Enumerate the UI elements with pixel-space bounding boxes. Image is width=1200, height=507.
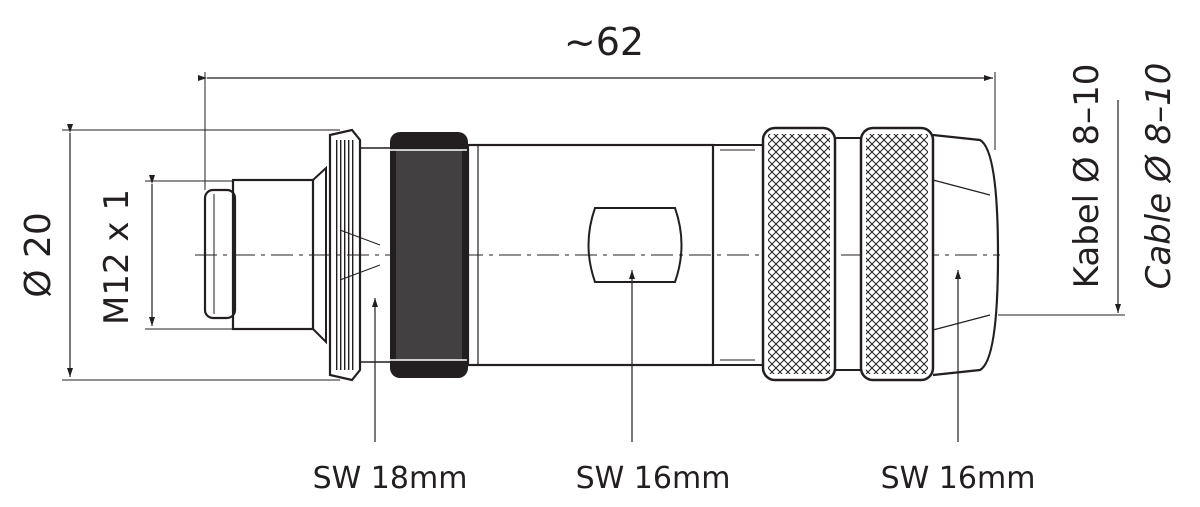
thread-dimension: M12 x 1	[97, 175, 232, 330]
knurled-sleeve-2	[859, 126, 935, 382]
length-dimension: ~62	[198, 20, 996, 190]
cable-label-de: Kabel Ø 8–10	[1067, 64, 1107, 289]
wrench-leaders	[372, 270, 961, 442]
diameter-label: Ø 20	[18, 212, 59, 298]
diameter-dimension: Ø 20	[18, 124, 340, 381]
cable-label-en: Cable Ø 8–10	[1139, 63, 1179, 290]
pin-section	[203, 165, 327, 345]
thread-label: M12 x 1	[97, 189, 137, 325]
sw18-label: SW 18mm	[313, 461, 468, 496]
length-label: ~62	[564, 20, 644, 64]
cable-gland	[932, 133, 1000, 377]
sw18-nut	[390, 132, 468, 378]
knurled-sleeve-1	[761, 126, 837, 382]
sleeve-spacer	[834, 137, 862, 371]
coupling-nut	[328, 128, 390, 382]
cable-dimension: Kabel Ø 8–10 Cable Ø 8–10	[998, 63, 1179, 316]
sw16-middle-label: SW 16mm	[576, 461, 731, 496]
sw16-right-label: SW 16mm	[881, 461, 1036, 496]
